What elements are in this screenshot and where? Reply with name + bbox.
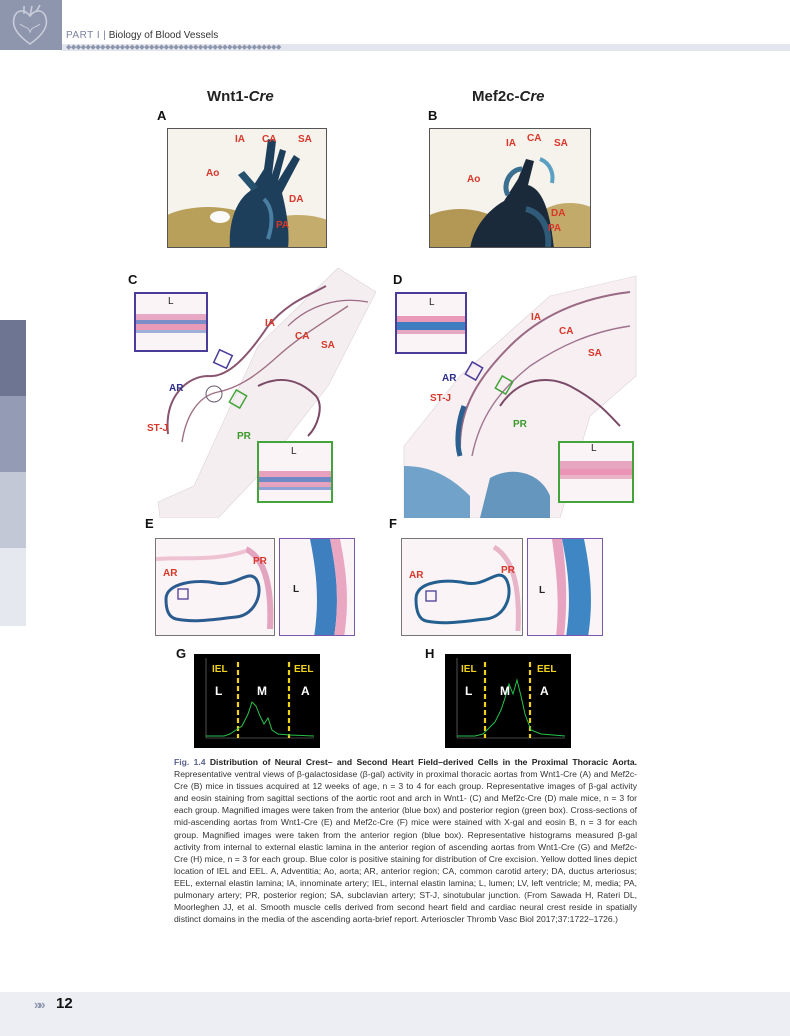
label-ia: IA <box>265 318 275 329</box>
label-pa: PA <box>548 223 562 234</box>
panel-a-photo <box>167 128 327 248</box>
section-title: Biology of Blood Vessels <box>108 30 219 41</box>
side-tab <box>0 472 26 548</box>
panel-f-inset <box>527 538 603 636</box>
label-adventitia: A <box>540 684 549 698</box>
column-title-mef2c: Mef2c-Cre <box>472 88 545 105</box>
column-name: Wnt1- <box>207 88 249 105</box>
label-ca: CA <box>295 331 310 342</box>
label-lumen: L <box>539 585 546 596</box>
panel-e-cross-section <box>155 538 275 636</box>
label-pr: PR <box>237 431 251 442</box>
side-tab <box>0 320 26 396</box>
panel-letter-b: B <box>428 108 438 123</box>
column-name: Mef2c- <box>472 88 520 105</box>
label-lumen: L <box>591 443 597 454</box>
heart-icon <box>12 4 48 45</box>
label-ar: AR <box>163 568 178 579</box>
label-sa: SA <box>321 340 335 351</box>
label-st-j: ST-J <box>430 393 452 404</box>
label-ar: AR <box>442 373 457 384</box>
panel-c-posterior-inset <box>257 441 333 503</box>
diamond-pattern: ◆◆◆◆◆◆◆◆◆◆◆◆◆◆◆◆◆◆◆◆◆◆◆◆◆◆◆◆◆◆◆◆◆◆◆◆◆◆◆◆… <box>66 44 281 51</box>
header-band <box>62 44 790 51</box>
panel-f-cross-section <box>401 538 523 636</box>
panel-g-histogram <box>194 654 320 748</box>
column-cre: Cre <box>248 88 274 105</box>
panel-h-histogram <box>445 654 571 748</box>
label-pr: PR <box>513 419 527 430</box>
label-da: DA <box>289 194 304 205</box>
label-da: DA <box>551 208 566 219</box>
label-sa: SA <box>554 138 568 149</box>
page-arrows-icon: »» <box>34 997 46 1012</box>
label-eel: EEL <box>537 664 557 675</box>
panel-d-posterior-inset <box>558 441 634 503</box>
side-tab <box>0 396 26 472</box>
figure-caption-body: Representative ventral views of β-galact… <box>174 769 637 925</box>
label-ia: IA <box>531 312 541 323</box>
label-media: M <box>257 684 267 698</box>
label-lumen: L <box>429 297 435 308</box>
panel-letter-a: A <box>157 108 167 123</box>
panel-d-anterior-inset <box>395 292 467 354</box>
column-title-wnt1: Wnt1-Cre <box>207 88 274 105</box>
label-ca: CA <box>559 326 574 337</box>
footer-band <box>0 992 790 1036</box>
column-cre: Cre <box>519 88 545 105</box>
label-pa: PA <box>276 220 290 231</box>
label-ca: CA <box>527 133 542 144</box>
header-separator: | <box>103 30 106 41</box>
panel-letter-f: F <box>389 516 397 531</box>
figure-caption: Fig. 1.4 Distribution of Neural Crest– a… <box>174 756 637 925</box>
label-ao: Ao <box>206 168 220 179</box>
label-media: M <box>500 684 510 698</box>
label-lumen: L <box>465 684 473 698</box>
label-ar: AR <box>409 570 424 581</box>
label-lumen: L <box>168 296 174 307</box>
label-lumen: L <box>215 684 223 698</box>
label-ca: CA <box>262 134 277 145</box>
panel-c-anterior-inset <box>134 292 208 352</box>
label-ia: IA <box>506 138 516 149</box>
panel-e-inset <box>279 538 355 636</box>
figure-label: Fig. 1.4 <box>174 757 206 767</box>
label-ao: Ao <box>467 174 481 185</box>
figure-title: Distribution of Neural Crest– and Second… <box>209 757 638 767</box>
label-sa: SA <box>588 348 602 359</box>
label-iel: IEL <box>212 664 228 675</box>
label-pr: PR <box>253 556 267 567</box>
panel-letter-d: D <box>393 272 403 287</box>
running-header: PART I|Biology of Blood Vessels <box>66 30 218 41</box>
label-lumen: L <box>291 446 297 457</box>
panel-letter-h: H <box>425 646 435 661</box>
label-pr: PR <box>501 565 515 576</box>
panel-letter-e: E <box>145 516 154 531</box>
label-sa: SA <box>298 134 312 145</box>
label-ia: IA <box>235 134 245 145</box>
part-label: PART I <box>66 30 101 41</box>
label-st-j: ST-J <box>147 423 169 434</box>
label-ar: AR <box>169 383 184 394</box>
side-tab <box>0 548 26 626</box>
chapter-logo <box>0 0 62 50</box>
label-adventitia: A <box>301 684 310 698</box>
label-eel: EEL <box>294 664 314 675</box>
label-lumen: L <box>293 584 300 595</box>
panel-letter-g: G <box>176 646 187 661</box>
label-iel: IEL <box>461 664 477 675</box>
panel-b-photo <box>429 128 591 248</box>
panel-c-section <box>157 267 377 518</box>
panel-letter-c: C <box>128 272 138 287</box>
page-number: 12 <box>56 995 73 1012</box>
